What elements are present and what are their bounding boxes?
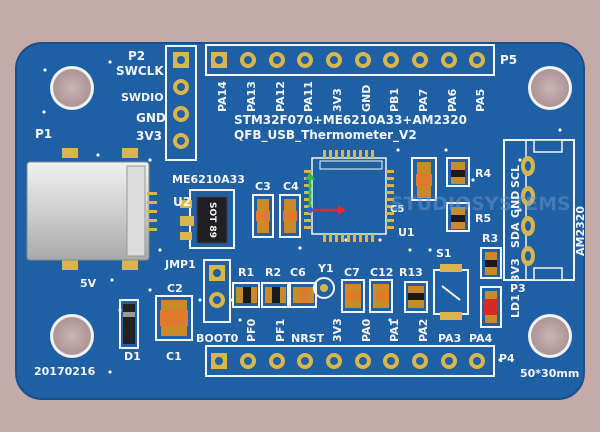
p3-pin-scl: SCL	[509, 165, 522, 188]
p5-ref: P5	[500, 53, 517, 67]
r13-ref: R13	[399, 266, 423, 279]
header-p4	[205, 345, 495, 377]
c6-ref: C6	[290, 266, 306, 279]
p3-pin-3v3: 3V3	[509, 258, 522, 282]
size-label: 50*30mm	[520, 367, 579, 380]
capacitors-c1-c2	[155, 295, 193, 341]
p3-pin-labels: SCL GND SDA 3V3 AM2320 LD1	[509, 165, 587, 318]
usb-connector-p1	[26, 148, 157, 270]
p5-pin-pa14: PA14	[216, 81, 229, 112]
c7-c12-r13	[341, 279, 428, 313]
mounting-holes	[50, 66, 572, 358]
p4-pin-pf1: PF1	[274, 319, 287, 342]
p5-pin-pa7: PA7	[417, 89, 430, 112]
p5-pin-pa12: PA12	[274, 81, 287, 112]
c4-ref: C4	[283, 180, 299, 193]
p2-pin-gnd: GND	[136, 111, 166, 125]
r3-ld1	[480, 247, 502, 328]
r1-ref: R1	[238, 266, 254, 279]
regulator-u2: SOT 89	[180, 189, 235, 249]
d1-ref: D1	[124, 350, 141, 363]
p4-pin-pa4: PA4	[469, 332, 493, 345]
header-p2	[165, 45, 197, 161]
mcu-u1	[304, 150, 394, 242]
p4-pin-pa3: PA3	[438, 332, 461, 345]
p5-pin-pa13: PA13	[245, 81, 258, 112]
resistors-r4-r5	[446, 157, 470, 232]
p5-pin-3v3: 3V3	[331, 88, 344, 112]
p4-pin-nrst: NRST	[291, 332, 325, 345]
p5-pin-gnd: GND	[360, 85, 373, 112]
diode-d1	[119, 299, 139, 349]
5v-label: 5V	[80, 277, 97, 290]
vias	[42, 60, 562, 374]
p5-pin-pb1: PB1	[388, 88, 401, 112]
header-p3	[503, 139, 575, 281]
p3-pin-sda: SDA	[509, 222, 522, 248]
r3-ref: R3	[482, 232, 498, 245]
p4-pin-pf0: PF0	[245, 318, 258, 342]
u1-ref: U1	[398, 226, 415, 239]
title-line-1: STM32F070+ME6210A33+AM2320	[234, 113, 467, 127]
r4-ref: R4	[475, 167, 491, 180]
u2-part: ME6210A33	[172, 173, 245, 186]
u2-marking: SOT 89	[207, 202, 217, 238]
u2-ref: U2	[173, 195, 191, 209]
watermark: STUDIOSYSTEMS	[390, 193, 571, 215]
p5-pin-labels: PA14 PA13 PA12 PA11 3V3 GND PB1 PA7 PA6 …	[216, 81, 487, 112]
p4-pin-labels: PF0 PF1 NRST 3V3 PA0 PA1 PA2 PA3 PA4	[245, 318, 493, 345]
y1-ref: Y1	[317, 262, 334, 275]
p2-pin-swclk: SWCLK	[116, 64, 164, 78]
p5-pin-pa6: PA6	[446, 88, 459, 112]
p2-ref: P2	[128, 49, 145, 63]
ld1-ref: LD1	[509, 294, 522, 318]
p4-pin-3v3: 3V3	[331, 318, 344, 342]
capacitor-c5	[411, 157, 437, 201]
p5-pin-pa11: PA11	[302, 81, 315, 112]
c12-ref: C12	[370, 266, 393, 279]
jmp1-ref: JMP1	[164, 258, 196, 271]
am2320-label: AM2320	[574, 206, 587, 256]
p4-pin-pa0: PA0	[360, 318, 373, 342]
p3-ref: P3	[510, 282, 526, 295]
date-label: 20170216	[34, 365, 96, 378]
p3-pin-gnd: GND	[509, 191, 522, 218]
c7-ref: C7	[344, 266, 360, 279]
p4-pin-pa1: PA1	[388, 319, 401, 342]
c1-ref: C1	[166, 350, 182, 363]
capacitors-c3-c4	[252, 194, 301, 238]
header-p5	[205, 44, 495, 76]
c5-ref: C5	[390, 204, 404, 215]
c3-ref: C3	[255, 180, 271, 193]
r5-ref: R5	[475, 212, 491, 225]
p5-pin-pa5: PA5	[474, 89, 487, 112]
p4-ref: P4	[499, 352, 515, 365]
c2-ref: C2	[167, 282, 183, 295]
r2-ref: R2	[265, 266, 281, 279]
jumper-jmp1	[203, 259, 231, 323]
boot0-label: BOOT0	[196, 332, 239, 345]
p4-pin-pa2: PA2	[417, 319, 430, 342]
switch-s1	[433, 264, 469, 320]
s1-ref: S1	[436, 247, 452, 260]
p1-ref: P1	[35, 127, 52, 141]
crystal-y1	[313, 277, 335, 299]
p2-pin-swdio: SWDIO	[121, 91, 164, 104]
title-line-2: QFB_USB_Thermometer_V2	[234, 128, 417, 143]
p2-pin-3v3: 3V3	[136, 129, 162, 143]
